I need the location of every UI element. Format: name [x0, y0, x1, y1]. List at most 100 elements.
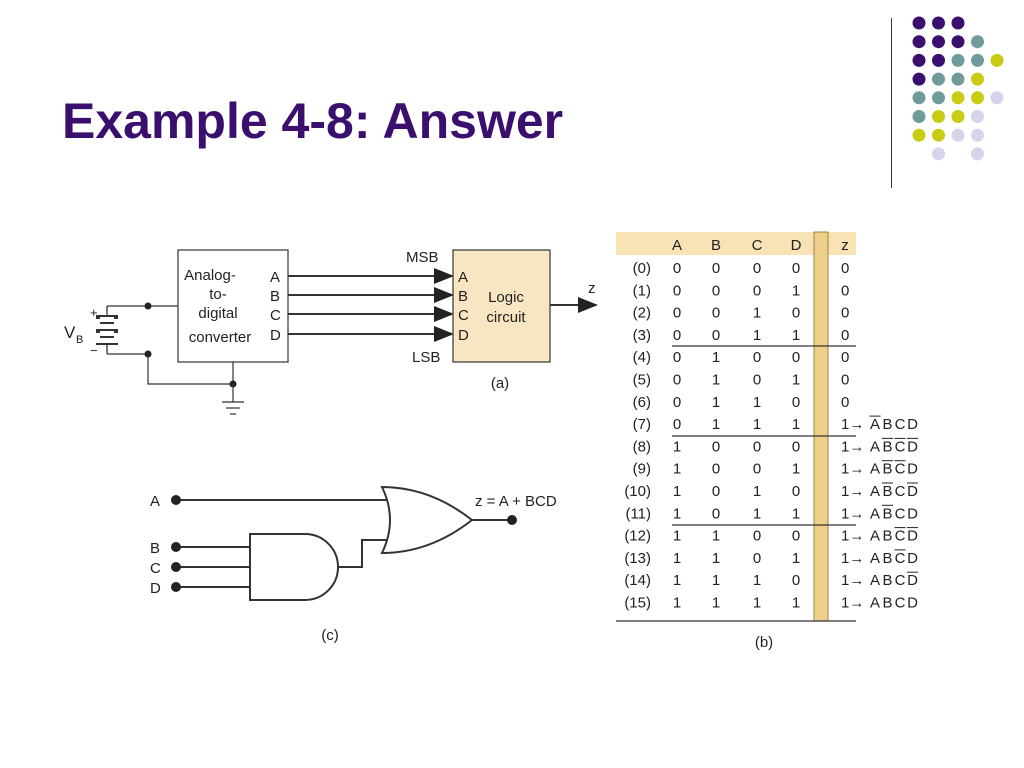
cell-d: 1: [792, 282, 800, 299]
row-index: (1): [633, 282, 651, 299]
term-letter: A: [870, 528, 880, 545]
term-letter: A: [870, 438, 880, 455]
cell-c: 1: [753, 572, 761, 589]
cell-d: 0: [792, 305, 800, 322]
cell-a: 1: [673, 595, 681, 612]
cell-z: 0: [841, 260, 849, 277]
cell-a: 0: [673, 416, 681, 433]
decor-dot: [932, 35, 945, 49]
decor-dot: [951, 16, 965, 30]
cell-d: 0: [792, 349, 800, 366]
term-letter: A: [870, 505, 880, 522]
cell-a: 1: [673, 483, 681, 500]
input-terminal-a: [171, 495, 181, 505]
truth-table-header: z: [841, 237, 849, 254]
msb-label: MSB: [406, 249, 439, 266]
term-letter: D: [907, 483, 918, 500]
input-terminal-c: [171, 562, 181, 572]
ground-wire: [107, 353, 234, 385]
cell-b: 1: [712, 349, 720, 366]
adc-output-c: C: [270, 307, 281, 324]
and-gate: [249, 533, 339, 601]
term-letter: C: [895, 550, 906, 567]
input-label-a: A: [150, 493, 160, 510]
cell-a: 1: [673, 505, 681, 522]
cell-b: 0: [712, 505, 720, 522]
cell-c: 1: [753, 416, 761, 433]
term-letter: D: [907, 416, 918, 433]
term-letter: D: [907, 461, 918, 478]
cell-c: 0: [753, 550, 761, 567]
cell-c: 0: [753, 349, 761, 366]
term-letter: D: [907, 595, 918, 612]
term-letter: C: [895, 505, 906, 522]
decor-dot: [912, 128, 926, 142]
cell-d: 0: [792, 394, 800, 411]
decor-dot: [990, 53, 1004, 67]
term-letter: B: [882, 438, 892, 455]
cell-a: 0: [673, 305, 681, 322]
logic-input-c: C: [458, 307, 469, 324]
cell-d: 1: [792, 550, 800, 567]
decor-dot: [912, 16, 926, 30]
row-index: (12): [624, 528, 651, 545]
term-letter: D: [907, 438, 918, 455]
term-letter: A: [870, 483, 880, 500]
decor-dot: [951, 35, 965, 49]
decor-dot: [951, 128, 965, 142]
cell-d: 0: [792, 438, 800, 455]
row-index: (8): [633, 438, 651, 455]
decor-dot: [971, 147, 984, 161]
cell-z: 1→: [841, 438, 864, 455]
logic-input-a: A: [458, 269, 468, 286]
logic-input-d: D: [458, 327, 469, 344]
cell-d: 1: [792, 505, 800, 522]
cell-b: 0: [712, 461, 720, 478]
cell-a: 0: [673, 349, 681, 366]
cell-a: 0: [673, 327, 681, 344]
row-index: (9): [633, 461, 651, 478]
term-letter: B: [882, 528, 892, 545]
cell-z: 1→: [841, 416, 864, 433]
cell-z: 1→: [841, 505, 864, 522]
cell-c: 1: [753, 595, 761, 612]
row-index: (10): [624, 483, 651, 500]
cell-a: 1: [673, 461, 681, 478]
term-letter: A: [870, 461, 880, 478]
cell-b: 1: [712, 372, 720, 389]
cell-b: 0: [712, 483, 720, 500]
decor-dot: [951, 110, 965, 123]
row-index: (7): [633, 416, 651, 433]
term-letter: B: [882, 416, 892, 433]
adc-output-d: D: [270, 327, 281, 344]
term-letter: D: [907, 528, 918, 545]
cell-b: 0: [712, 282, 720, 299]
decor-dot: [951, 53, 965, 67]
adc-label-2: to-: [209, 286, 227, 303]
cell-d: 0: [792, 483, 800, 500]
decor-dot: [932, 16, 945, 30]
cell-z: 0: [841, 372, 849, 389]
adc-box: [177, 249, 289, 363]
decor-dot: [932, 53, 945, 67]
term-letter: D: [907, 572, 918, 589]
term-letter: B: [882, 461, 892, 478]
cell-c: 1: [753, 327, 761, 344]
row-index: (2): [633, 305, 651, 322]
input-label-d: D: [150, 580, 161, 597]
cell-a: 0: [673, 282, 681, 299]
or-gate: [380, 485, 474, 555]
row-index: (3): [633, 327, 651, 344]
decor-dot: [932, 110, 945, 123]
battery-minus: −: [90, 343, 98, 358]
adc-output-a: A: [270, 269, 280, 286]
cell-d: 1: [792, 327, 800, 344]
adc-label-4: converter: [189, 329, 252, 346]
